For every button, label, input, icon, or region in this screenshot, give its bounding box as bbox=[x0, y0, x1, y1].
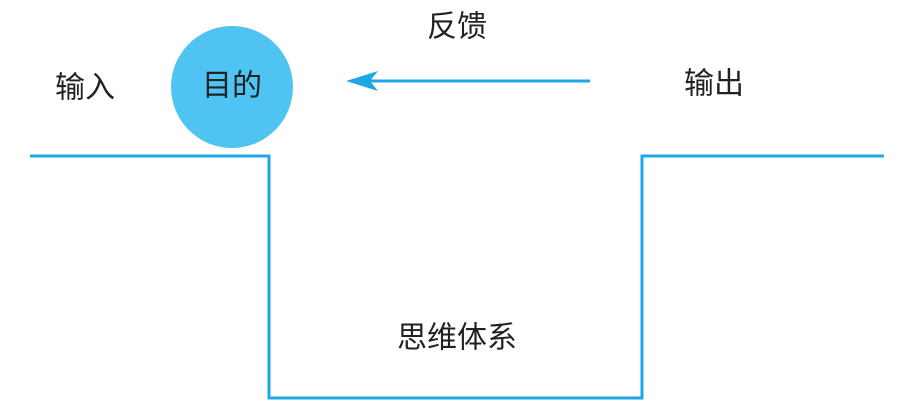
feedback-arrow-head bbox=[346, 71, 378, 91]
thinking-system-label: 思维体系 bbox=[397, 321, 517, 356]
feedback-label: 反馈 bbox=[427, 10, 487, 45]
input-label: 输入 bbox=[55, 71, 115, 106]
output-label: 输出 bbox=[684, 67, 744, 102]
purpose-label: 目的 bbox=[202, 69, 262, 104]
purpose-circle bbox=[171, 26, 293, 148]
thinking-system-path-line bbox=[30, 154, 884, 400]
feedback-arrow bbox=[346, 71, 590, 91]
